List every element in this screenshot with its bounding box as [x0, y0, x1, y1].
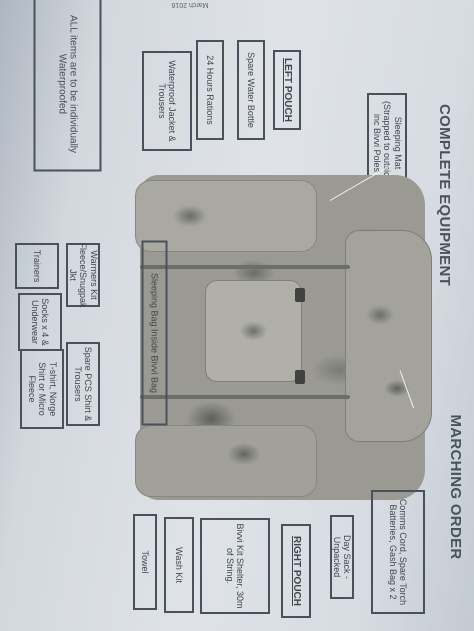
tshirt-box: T-shirt, Norge Shirt or Micro Fleece	[20, 349, 64, 429]
warmers-kit-box: Warmers Kit Fleece/Snugpak Jkt	[66, 242, 100, 308]
comms-cord-box: Comms Cord, Spare Torch Batteries, Gash …	[371, 490, 425, 614]
waterproof-note: ALL items are to be individually Waterpr…	[33, 0, 102, 172]
heading-marching-order: MARCHING ORDER	[447, 414, 464, 560]
heading-complete-equipment: COMPLETE EQUIPMENT	[436, 104, 453, 287]
bergen-strap	[140, 395, 350, 399]
trainers-box: Trainers	[15, 243, 59, 289]
right-pouch-item-towel: Towel	[133, 514, 157, 610]
bergen-buckle	[295, 288, 305, 302]
sleeping-bag-box: Sleeping Bag Inside Bivvi Bag	[141, 240, 168, 426]
left-pouch-item-waterproofs: Waterproof Jacket & Trousers	[142, 51, 192, 151]
bergen-left-pouch	[135, 180, 317, 252]
right-pouch-item-wash-kit: Wash Kit	[164, 517, 194, 613]
header-fragment: March 2016	[171, 1, 209, 8]
left-pouch-item-water-bottle: Spare Water Bottle	[237, 40, 265, 140]
daysack-box: Day Sack - Unpacked	[330, 515, 354, 599]
spare-pcs-box: Spare PCS Shirt & Trousers	[66, 342, 100, 426]
bergen-right-pouch	[135, 425, 317, 497]
right-pouch-item-bivvi-kit: Bivvi Kit Shelter, 30m of String.	[200, 518, 270, 614]
socks-underwear-box: Socks x 4 & Underwear	[18, 293, 62, 351]
bergen-buckle	[295, 370, 305, 384]
bergen-strap	[140, 265, 350, 269]
bergen-lid	[345, 230, 432, 442]
right-pouch-title: RIGHT POUCH	[281, 524, 311, 618]
bergen-photo	[120, 170, 432, 505]
left-pouch-title: LEFT POUCH	[273, 50, 301, 130]
left-pouch-item-rations: 24 Hours Rations	[196, 40, 224, 140]
bergen-front-pocket	[205, 280, 302, 382]
